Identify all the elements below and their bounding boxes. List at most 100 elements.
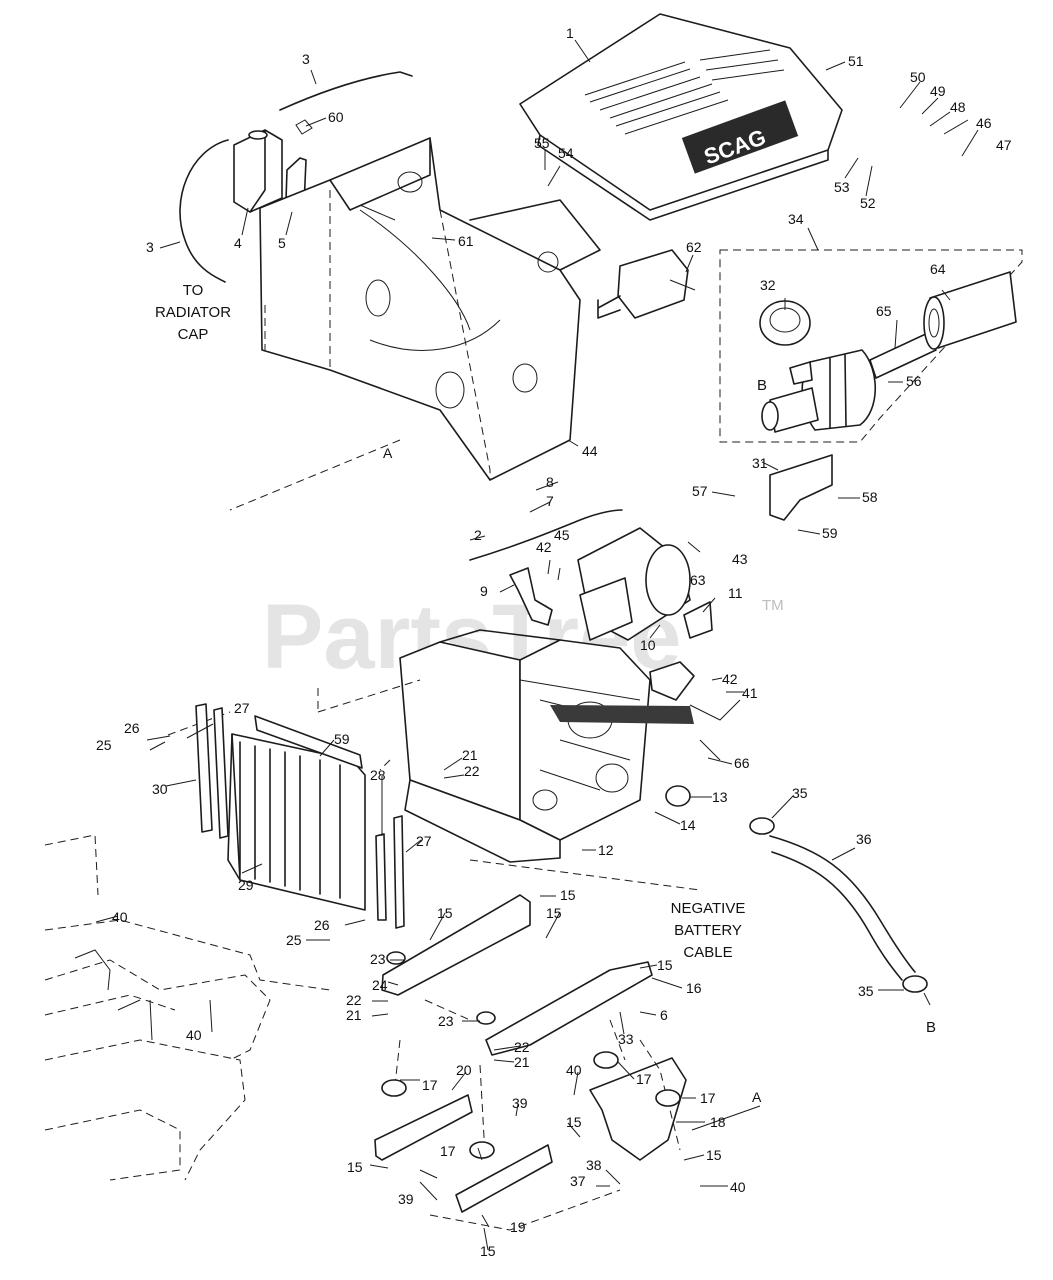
connector-b-hose: B [926, 1019, 936, 1036]
callout-25: 25 [96, 737, 112, 753]
mount-bracket-18 [589, 1057, 687, 1161]
callout-51: 51 [848, 53, 864, 69]
callout-9: 9 [480, 583, 488, 599]
starter-motor [597, 249, 696, 319]
engine-rail-16 [485, 961, 653, 1056]
callout-27: 27 [234, 700, 250, 716]
callout-23: 23 [370, 951, 386, 967]
callout-40: 40 [186, 1027, 202, 1043]
callout-17: 17 [636, 1071, 652, 1087]
hood-logo-badge [681, 100, 799, 174]
callout-62: 62 [686, 239, 702, 255]
callout-15: 15 [566, 1114, 582, 1130]
callout-44: 44 [582, 443, 598, 459]
callout-56: 56 [906, 373, 922, 389]
mount-bracket-20 [374, 1094, 473, 1161]
callout-63: 63 [690, 572, 706, 588]
callout-15: 15 [347, 1159, 363, 1175]
callout-33: 33 [618, 1031, 634, 1047]
callout-22: 22 [464, 763, 480, 779]
callout-54: 54 [558, 145, 574, 161]
callout-35: 35 [858, 983, 874, 999]
callout-40: 40 [566, 1062, 582, 1078]
callout-25: 25 [286, 932, 302, 948]
callout-64: 64 [930, 261, 946, 277]
rubber-mounts [381, 951, 681, 1159]
callout-21: 21 [462, 747, 478, 763]
callout-39: 39 [398, 1191, 414, 1207]
callout-47: 47 [996, 137, 1012, 153]
cable-2 [469, 509, 623, 561]
air-filter-assembly-box [719, 249, 1023, 443]
note-battery-cable-line-2: BATTERY [674, 922, 742, 939]
callout-35: 35 [792, 785, 808, 801]
callout-7: 7 [546, 493, 554, 509]
callout-18: 18 [710, 1114, 726, 1130]
radiator-top-strip [254, 715, 363, 769]
callout-14: 14 [680, 817, 696, 833]
callout-28: 28 [370, 767, 386, 783]
callout-3: 3 [146, 239, 154, 255]
note-negative-battery-cable: NEGATIVE BATTERY CABLE [671, 900, 746, 961]
callout-31: 31 [752, 455, 768, 471]
side-panel-28 [375, 833, 387, 921]
callout-49: 49 [930, 83, 946, 99]
callout-40: 40 [730, 1179, 746, 1195]
callout-8: 8 [546, 474, 554, 490]
callout-53: 53 [834, 179, 850, 195]
callout-22: 22 [346, 992, 362, 1008]
callout-55: 55 [534, 135, 550, 151]
callout-26: 26 [124, 720, 140, 736]
callout-15: 15 [546, 905, 562, 921]
hose-clamp-13 [665, 785, 691, 807]
callout-17: 17 [422, 1077, 438, 1093]
callout-59: 59 [334, 731, 350, 747]
callout-42: 42 [722, 671, 738, 687]
callout-57: 57 [692, 483, 708, 499]
mount-bracket-19 [455, 1144, 553, 1213]
leader-lines [95, 39, 979, 1251]
callout-50: 50 [910, 69, 926, 85]
note-radiator-cap: TO RADIATOR CAP [155, 282, 231, 343]
note-battery-cable-line-1: NEGATIVE [671, 900, 746, 917]
callout-65: 65 [876, 303, 892, 319]
callout-27: 27 [416, 833, 432, 849]
callout-6: 6 [660, 1007, 668, 1023]
callout-10: 10 [640, 637, 656, 653]
callout-13: 13 [712, 789, 728, 805]
note-radiator-cap-line-3: CAP [178, 326, 209, 343]
callout-22: 22 [514, 1039, 530, 1055]
callout-12: 12 [598, 842, 614, 858]
engine-frame [229, 137, 601, 511]
callout-15: 15 [437, 905, 453, 921]
connector-b-filter: B [757, 377, 767, 394]
callout-21: 21 [514, 1054, 530, 1070]
callout-52: 52 [860, 195, 876, 211]
callout-38: 38 [586, 1157, 602, 1173]
note-radiator-cap-line-2: RADIATOR [155, 304, 231, 321]
callout-20: 20 [456, 1062, 472, 1078]
callout-32: 32 [760, 277, 776, 293]
callout-15: 15 [480, 1243, 496, 1259]
overflow-hose-upper [279, 71, 413, 111]
callout-17: 17 [440, 1143, 456, 1159]
connector-a-left: A [383, 445, 393, 461]
callout-21: 21 [346, 1007, 362, 1023]
callout-45: 45 [554, 527, 570, 543]
callout-59: 59 [822, 525, 838, 541]
rail-guide-lines [394, 999, 681, 1231]
callout-15: 15 [706, 1147, 722, 1163]
connector-a-right: A [752, 1089, 762, 1105]
callout-numbers: 1 2 3 3 4 5 6 7 8 9 10 11 12 13 14 15 15… [96, 25, 1012, 1259]
callout-2: 2 [474, 527, 482, 543]
callout-5: 5 [278, 235, 286, 251]
callout-26: 26 [314, 917, 330, 933]
overflow-hose-lower [179, 139, 229, 283]
callout-29: 29 [238, 877, 254, 893]
callout-39: 39 [512, 1095, 528, 1111]
callout-3: 3 [302, 51, 310, 67]
exhaust-guard [683, 601, 713, 639]
radiator-hose [749, 817, 928, 993]
callout-37: 37 [570, 1173, 586, 1189]
